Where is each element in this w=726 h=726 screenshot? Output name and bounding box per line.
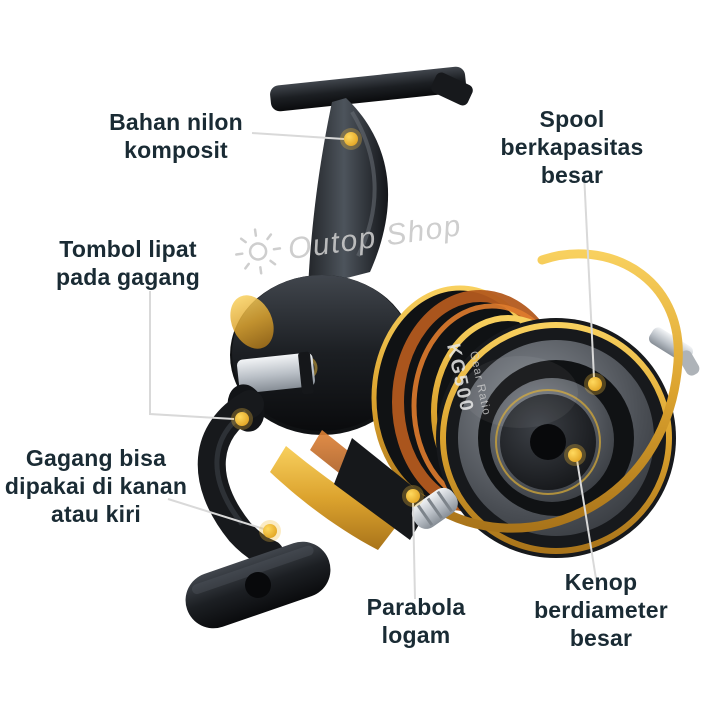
callout-line-spool bbox=[583, 172, 595, 379]
foot-bar bbox=[270, 66, 466, 112]
callout-dot-handle bbox=[263, 524, 277, 538]
drag-knob-cap bbox=[530, 424, 566, 460]
foot-lug bbox=[431, 72, 473, 106]
label-metal-parabola: Parabola logam bbox=[366, 593, 466, 648]
handle-shaft bbox=[237, 352, 315, 394]
callout-lines bbox=[149, 132, 598, 600]
label-nylon-composite: Bahan nilon komposit bbox=[109, 108, 243, 163]
body-main bbox=[232, 275, 412, 431]
knob-highlight bbox=[192, 545, 314, 595]
callout-line-handle bbox=[167, 498, 265, 530]
reel-foot bbox=[270, 66, 473, 112]
callout-dot-parabola bbox=[406, 489, 420, 503]
rotor-gold-trim bbox=[270, 446, 398, 550]
handle-knob bbox=[185, 541, 331, 629]
bearing-ridge bbox=[436, 490, 453, 513]
callout-line-knob bbox=[576, 459, 598, 586]
callout-line-fold bbox=[149, 291, 235, 420]
handle-arm bbox=[197, 390, 284, 568]
face-sheen bbox=[462, 356, 578, 428]
body-gold-accent bbox=[230, 295, 274, 349]
bearing-ridge bbox=[426, 497, 443, 520]
rotor-arm bbox=[270, 430, 432, 550]
label-fold-button: Tombol lipat pada gagang bbox=[55, 235, 201, 290]
reel-body bbox=[230, 275, 414, 435]
roller-cylinder bbox=[678, 350, 700, 376]
reel-stem bbox=[308, 98, 389, 288]
sun-core bbox=[248, 242, 268, 261]
callout-dot-fold bbox=[235, 412, 249, 426]
label-reversible-handle: Gagang bisa dipakai di kanan atau kiri bbox=[4, 444, 188, 528]
sun-icon bbox=[235, 228, 282, 275]
metal-bearing bbox=[411, 487, 458, 529]
stem-highlight bbox=[350, 110, 377, 257]
label-large-capacity-spool: Spool berkapasitas besar bbox=[500, 105, 644, 189]
handle-assembly bbox=[185, 351, 331, 629]
callout-dot-spool bbox=[588, 377, 602, 391]
callout-dots bbox=[231, 128, 606, 542]
face-gold-ring bbox=[440, 322, 672, 554]
callout-dot-material bbox=[344, 132, 358, 146]
callout-line-material bbox=[251, 132, 345, 140]
knob-dimple bbox=[245, 572, 271, 598]
bearing-ridge bbox=[416, 504, 434, 526]
knob-gold-ring bbox=[495, 389, 601, 495]
callout-line-parabola bbox=[412, 501, 416, 600]
bail-arc bbox=[425, 249, 683, 533]
rotor-black-arm bbox=[334, 438, 432, 540]
callout-dot-knob bbox=[568, 448, 582, 462]
label-large-knob: Kenop berdiameter besar bbox=[534, 568, 668, 652]
shaft-collar bbox=[298, 351, 314, 395]
spool-front-face bbox=[436, 318, 676, 558]
